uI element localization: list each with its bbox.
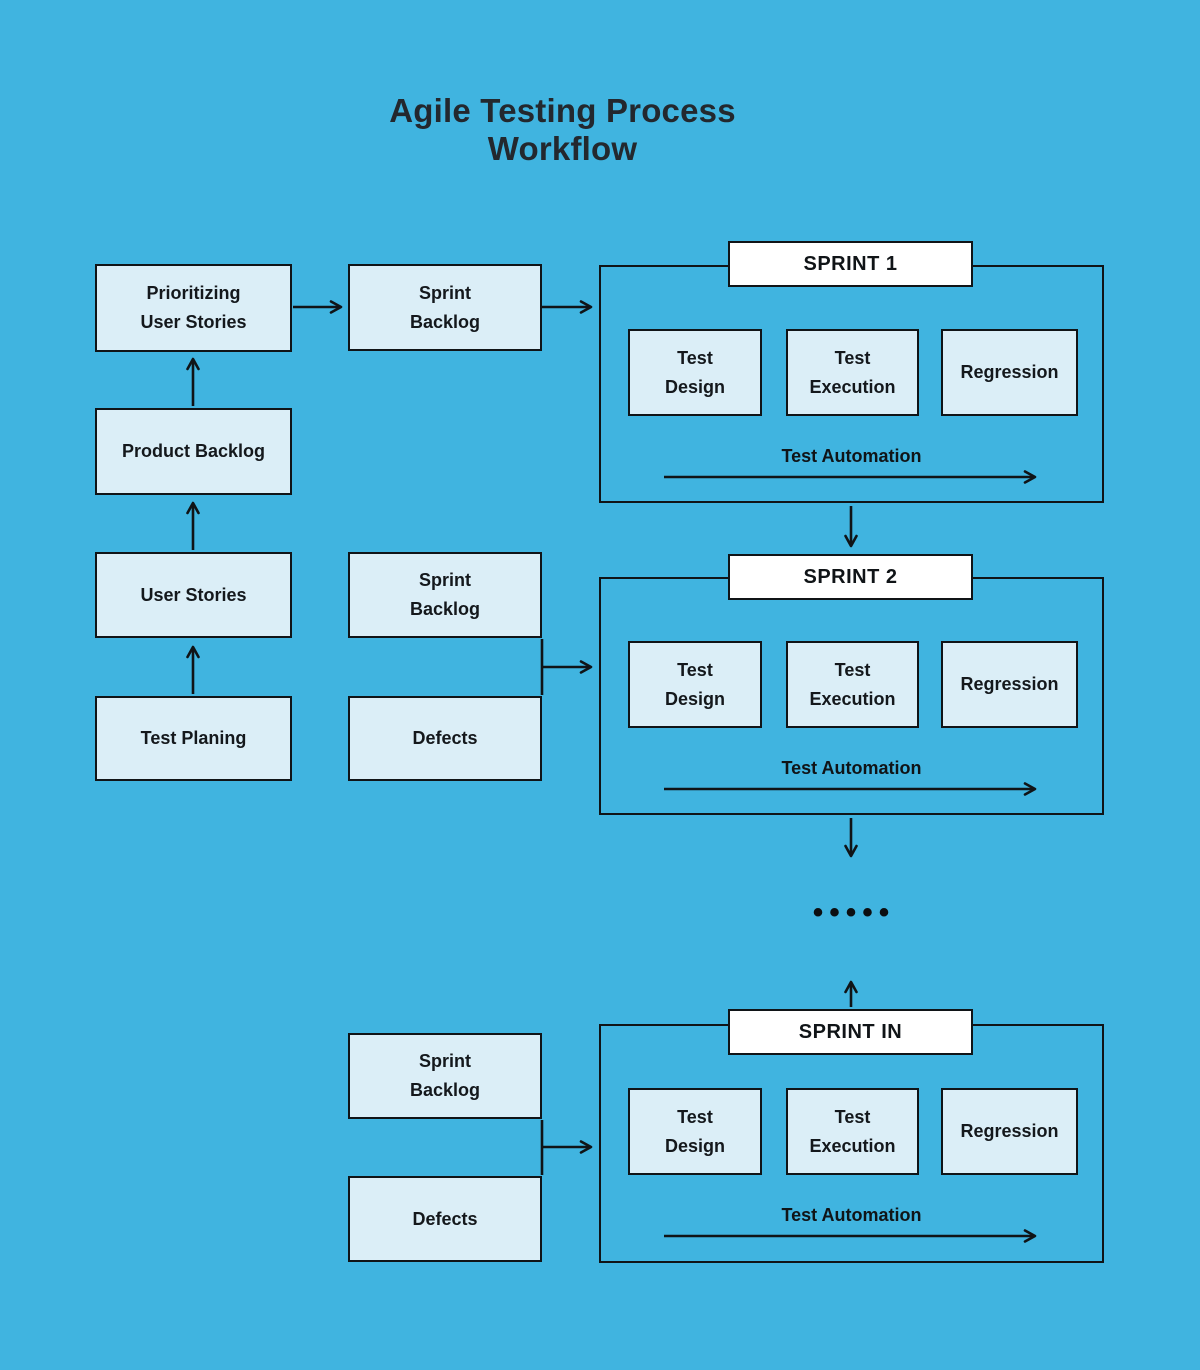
node-label: Sprint Backlog <box>409 282 481 332</box>
sprint-2-regression: Regression <box>941 641 1078 728</box>
sprint-n-test-execution: Test Execution <box>786 1088 919 1175</box>
sprint-2-container: SPRINT 2 Test Design Test Execution Regr… <box>599 554 1104 815</box>
test-automation-arrow <box>664 470 1037 484</box>
node-product-backlog: Product Backlog <box>95 408 292 495</box>
sprint-n-container: SPRINT IN Test Design Test Execution Reg… <box>599 1009 1104 1263</box>
sprint-1-header: SPRINT 1 <box>728 241 973 287</box>
node-label: Regression <box>960 1121 1059 1141</box>
node-label: Test Planing <box>140 728 247 748</box>
sprint-1-test-design: Test Design <box>628 329 762 416</box>
node-label: Test Design <box>664 659 725 709</box>
node-test-planing: Test Planing <box>95 696 292 781</box>
node-label: Regression <box>960 362 1059 382</box>
node-label: Product Backlog <box>121 441 266 461</box>
node-label: Test Design <box>664 1106 725 1156</box>
sprint-2-test-execution: Test Execution <box>786 641 919 728</box>
sprint-1-container: SPRINT 1 Test Design Test Execution Regr… <box>599 241 1104 503</box>
sprint-2-test-design: Test Design <box>628 641 762 728</box>
sprint-n-header: SPRINT IN <box>728 1009 973 1055</box>
sprint-title: SPRINT IN <box>798 1020 903 1043</box>
node-label: Defects <box>412 728 478 748</box>
node-sprint-backlog-2: Sprint Backlog <box>348 552 542 638</box>
node-label: User Stories <box>140 584 247 605</box>
node-label: Test Execution <box>809 347 896 397</box>
page-title: Agile Testing Process Workflow <box>389 92 736 167</box>
test-automation-label: Test Automation <box>781 758 922 778</box>
node-defects-2: Defects <box>348 696 542 781</box>
sprint-2-header: SPRINT 2 <box>728 554 973 600</box>
test-automation-label: Test Automation <box>781 446 922 466</box>
sprint-1-test-execution: Test Execution <box>786 329 919 416</box>
node-label: Test Execution <box>809 1106 896 1156</box>
test-automation-arrow <box>664 1229 1037 1243</box>
test-automation-arrow <box>664 782 1037 796</box>
sprint-n-regression: Regression <box>941 1088 1078 1175</box>
sprint-n-test-design: Test Design <box>628 1088 762 1175</box>
sprint-sequence-ellipsis: ••••• <box>812 896 896 929</box>
sprint-title: SPRINT 2 <box>803 565 898 588</box>
node-label: Test Execution <box>809 659 896 709</box>
node-label: Regression <box>960 674 1059 694</box>
node-sprint-backlog-1: Sprint Backlog <box>348 264 542 351</box>
node-label: Sprint Backlog <box>409 1051 481 1100</box>
node-prioritizing-user-stories: Prioritizing User Stories <box>95 264 292 352</box>
test-automation-label: Test Automation <box>781 1205 922 1225</box>
node-label: Sprint Backlog <box>409 570 481 619</box>
node-label: Test Design <box>664 347 725 397</box>
node-sprint-backlog-n: Sprint Backlog <box>348 1033 542 1119</box>
node-label: Defects <box>412 1208 478 1229</box>
sprint-1-regression: Regression <box>941 329 1078 416</box>
node-defects-n: Defects <box>348 1176 542 1262</box>
sprint-title: SPRINT 1 <box>803 252 898 275</box>
node-label: Prioritizing User Stories <box>140 283 247 332</box>
node-user-stories: User Stories <box>95 552 292 638</box>
